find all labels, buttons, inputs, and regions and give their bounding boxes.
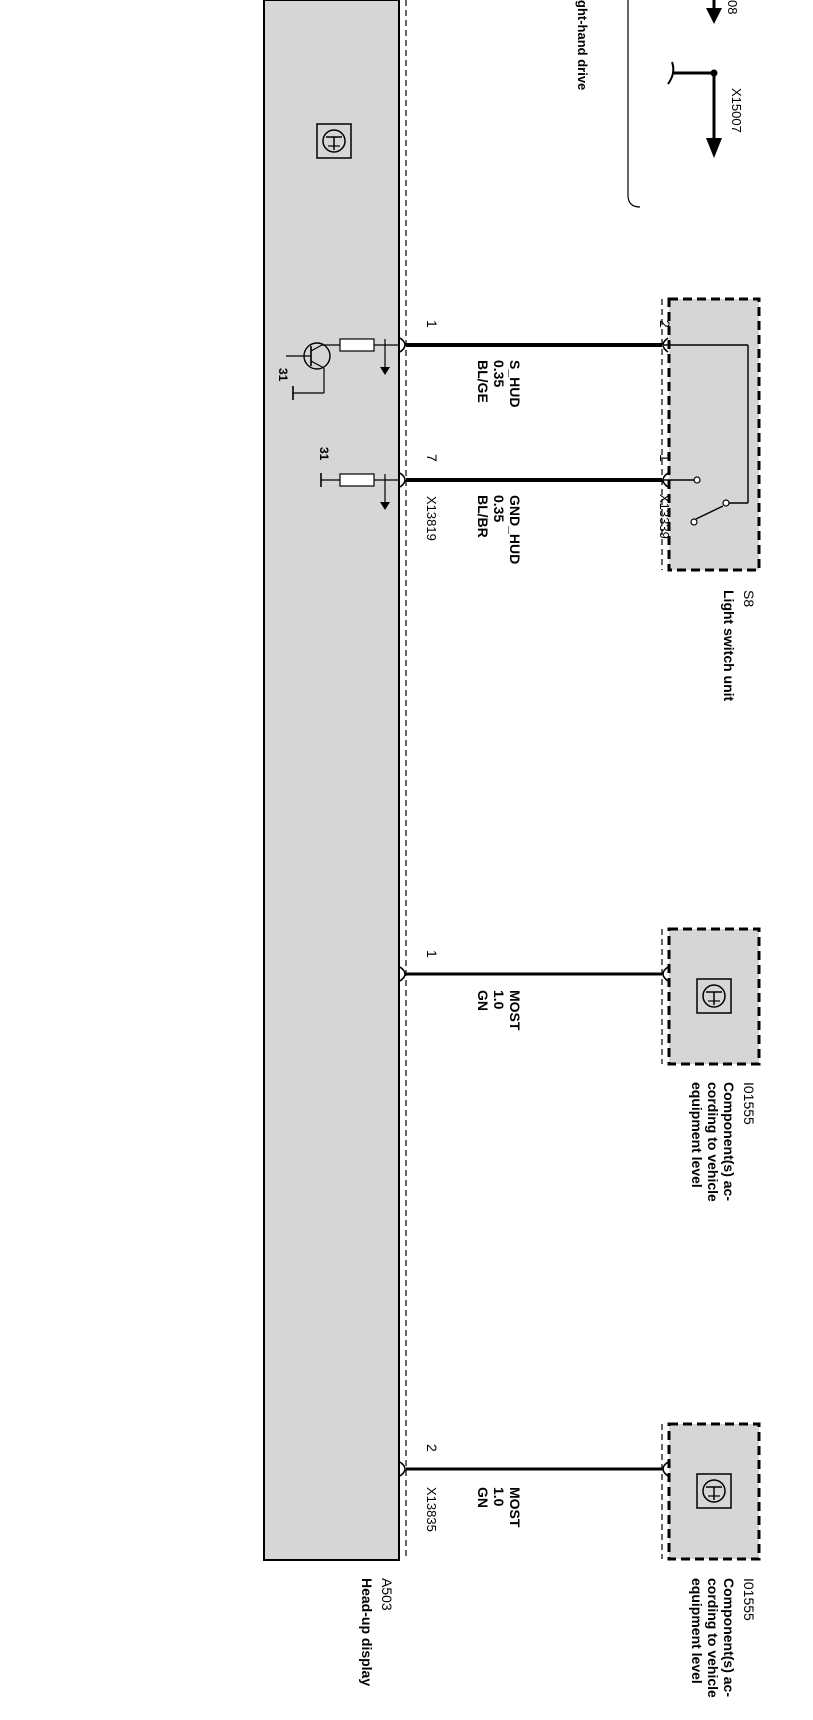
optional-2-id: I01555: [741, 1578, 757, 1621]
x15007-plug: [667, 61, 675, 85]
top-partial-area: ght-hand drive 08 X15007: [575, 0, 744, 208]
resistor-icon: [339, 473, 375, 487]
wire-color: BL/GE: [475, 360, 491, 403]
module-s8: S8 Light switch unit X13339: [657, 297, 761, 702]
wire-signal: S_HUD: [507, 360, 523, 407]
arrow-down-icon: [380, 502, 390, 510]
optional-2-name-line-3: equipment level: [689, 1578, 705, 1684]
optional-1-name-line-2: cording to vehicle: [705, 1082, 721, 1202]
top-partial-label: 08: [725, 0, 740, 14]
hud-connector-a-label: X13819: [424, 496, 439, 541]
pin-remote: 2: [657, 320, 673, 328]
wire-signal: GND_HUD: [507, 495, 523, 564]
optional-1-name-line-1: Component(s) ac-: [721, 1082, 737, 1201]
terminal-icon: [399, 472, 406, 488]
terminal-icon: [662, 337, 669, 353]
module-optional-2: I01555 Component(s) ac- cording to vehic…: [661, 1422, 761, 1698]
pin-hud: 1: [424, 320, 440, 328]
s8-connector-label: X13339: [657, 494, 672, 539]
wire-gauge: 1.0: [491, 1487, 507, 1507]
wire-gauge: 0.35: [491, 495, 507, 522]
wire-most-1: MOST 1.0 GN 1: [399, 950, 669, 1031]
hud-id: A503: [379, 1578, 395, 1611]
internal-circuit-pin1: 31: [276, 338, 400, 400]
terminal-icon: [399, 337, 406, 353]
s8-box: [667, 297, 761, 572]
wire-signal: MOST: [507, 1487, 523, 1528]
top-note: ght-hand drive: [575, 0, 590, 90]
wire-color: BL/BR: [475, 495, 491, 538]
terminal-icon: [399, 966, 406, 982]
x15007-arrow: [706, 138, 722, 158]
wire-gauge: 0.35: [491, 360, 507, 387]
x15007-label: X15007: [729, 88, 744, 133]
arrow-down-icon: [380, 367, 390, 375]
ground-label-1: 31: [276, 368, 290, 382]
top-partial-arrow: [706, 8, 722, 24]
optional-1-id: I01555: [741, 1082, 757, 1125]
pin-hud: 2: [424, 1444, 440, 1452]
hud-name: Head-up display: [359, 1578, 375, 1686]
hud-control-unit-icon: [316, 123, 352, 159]
pin-hud: 7: [424, 454, 440, 462]
ground-label-2: 31: [317, 447, 331, 461]
wire-gnd-hud: GND_HUD 0.35 BL/BR 7 1 X13819: [399, 454, 673, 564]
module-optional-1: I01555 Component(s) ac- cording to vehic…: [661, 927, 761, 1202]
terminal-icon: [399, 1461, 406, 1477]
terminal-icon: [662, 966, 669, 982]
optional-2-name-line-2: cording to vehicle: [705, 1578, 721, 1698]
s8-id: S8: [741, 590, 757, 607]
switch-icon: [664, 344, 749, 526]
hud-connector-b-label: X13835: [424, 1487, 439, 1532]
s8-name: Light switch unit: [721, 590, 737, 702]
wire-s-hud: S_HUD 0.35 BL/GE 1 2: [399, 320, 673, 407]
control-unit-icon: [696, 978, 732, 1014]
terminal-icon: [662, 1461, 669, 1477]
optional-1-name-line-3: equipment level: [689, 1082, 705, 1188]
internal-circuit-pin7: 31: [317, 447, 400, 510]
wire-color: GN: [475, 990, 491, 1011]
bracket-curve: [627, 0, 641, 208]
resistor-icon: [339, 338, 375, 352]
optional-2-name-line-1: Component(s) ac-: [721, 1578, 737, 1697]
control-unit-icon: [696, 1473, 732, 1509]
hud-box: [263, 0, 400, 1561]
terminal-icon: [662, 472, 669, 488]
pin-hud: 1: [424, 950, 440, 958]
module-a503: A503 Head-up display: [263, 0, 407, 1686]
wire-signal: MOST: [507, 990, 523, 1031]
pin-remote: 1: [657, 454, 673, 462]
wire-gauge: 1.0: [491, 990, 507, 1010]
wire-color: GN: [475, 1487, 491, 1508]
wire-most-2: MOST 1.0 GN 2 X13835: [399, 1444, 669, 1532]
